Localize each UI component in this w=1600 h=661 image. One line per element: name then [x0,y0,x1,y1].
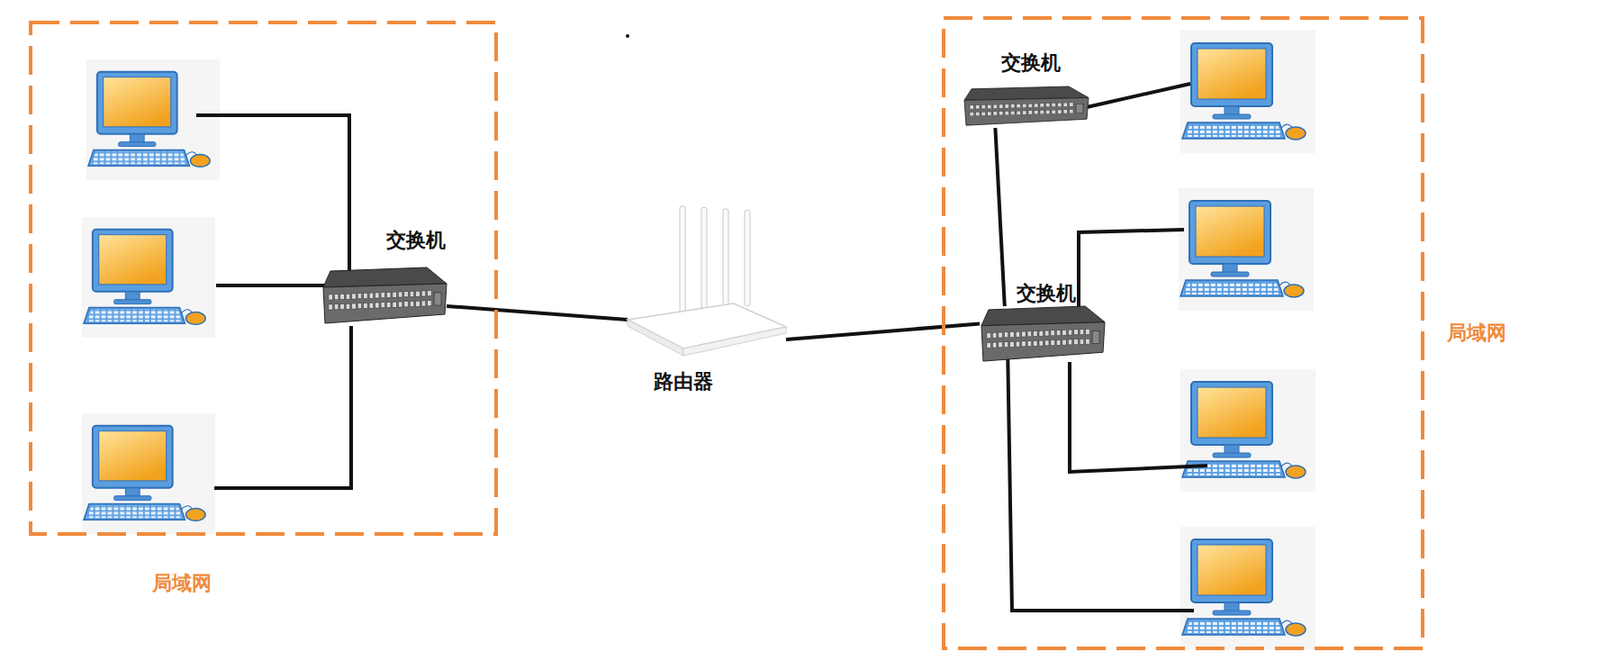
switch-shape [979,306,1105,365]
router-top [627,303,787,349]
computers [81,30,1316,650]
computer-icon [1180,369,1316,492]
switch-ports [986,328,1100,348]
switch-front [323,283,447,324]
cable [216,283,326,288]
dashed-border [30,22,497,534]
switch-shape [962,86,1089,128]
switch-node: 交换机 [321,267,447,327]
dashed-border [943,18,1423,649]
cable [1007,342,1194,611]
network-cable [786,324,980,341]
router-shape [627,204,787,370]
switch-shape [321,267,447,327]
device-label: 交换机 [386,228,446,253]
computer-cables [196,83,1208,611]
switch-front [981,322,1105,362]
cable [1069,361,1208,472]
computer-icon [1178,188,1314,311]
stray-dot [625,34,630,38]
lan-region: 局域网交换机 [28,20,498,536]
region-label: 局域网 [1446,321,1507,345]
switch-front [964,98,1089,127]
region-label: 局域网 [152,571,212,596]
switch-node: 交换机 [962,86,1089,128]
switch-ports [328,290,442,310]
cable [1078,229,1185,308]
computer-icon [86,59,220,181]
computer-icon [81,216,216,338]
cable [196,115,350,276]
device-label: 交换机 [1001,51,1061,75]
router-side [627,319,684,356]
device-label: 路由器 [653,370,714,394]
lan-region: 局域网交换机交换机 [941,16,1425,651]
network-cable [446,306,628,320]
switch-ports [969,102,1084,117]
switch-node: 交换机 [979,306,1105,365]
computer-icon [1180,30,1316,154]
computer-icon [81,413,216,534]
cable [214,325,352,489]
network-cable [994,127,1004,307]
cable [1086,83,1191,108]
antennas [679,206,751,313]
router-node: 路由器 [627,204,787,370]
device-label: 交换机 [1016,281,1076,306]
router-front [683,326,787,356]
computer-icon [1180,526,1316,650]
